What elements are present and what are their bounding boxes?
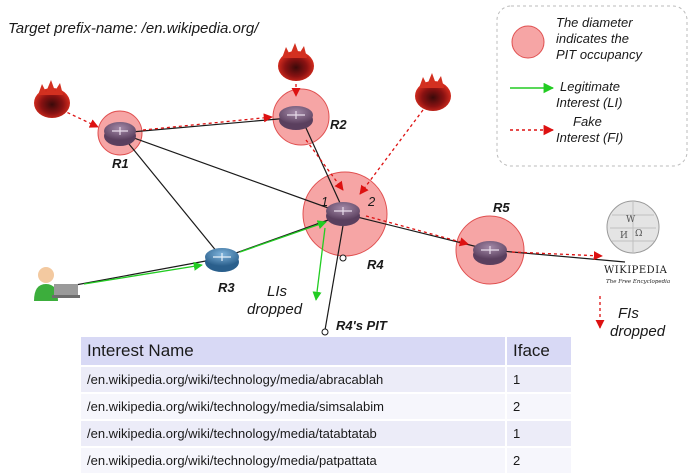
router-r4-label: R4	[367, 257, 384, 272]
wikipedia-tagline: The Free Encyclopedia	[606, 279, 670, 285]
attacker-icon-2	[278, 43, 314, 81]
pit-table: Interest Name Iface /en.wikipedia.org/wi…	[81, 337, 571, 473]
table-row: /en.wikipedia.org/wiki/technology/media/…	[81, 446, 571, 473]
legend-pit-line-2: indicates the	[556, 31, 629, 46]
header-iface: Iface	[505, 337, 571, 366]
table-row: /en.wikipedia.org/wiki/technology/media/…	[81, 419, 571, 447]
lis-dropped-line-2: dropped	[247, 301, 303, 318]
wikipedia-wordmark: WIKIPEDIA	[604, 265, 668, 276]
iface-cell: 2	[505, 446, 571, 473]
pit-title: R4's PIT	[336, 318, 388, 333]
pit-occupancy-legend-icon	[511, 25, 545, 59]
fis-dropped-line-1: FIs	[618, 305, 639, 322]
interest-name-cell: /en.wikipedia.org/wiki/technology/media/…	[81, 446, 506, 473]
svg-text:И: И	[620, 231, 628, 241]
lis-dropped-line-1: LIs	[267, 283, 288, 300]
table-row: /en.wikipedia.org/wiki/technology/media/…	[81, 392, 571, 420]
router-r2-icon	[279, 106, 313, 130]
router-r4-icon	[326, 202, 360, 226]
wikipedia-logo-icon: W Ω И	[606, 200, 660, 254]
iface-cell: 1	[505, 419, 571, 447]
user-icon	[34, 267, 80, 301]
router-r1-icon	[104, 122, 136, 146]
interface-1-label: 1	[321, 194, 328, 209]
attacker-icon-3	[415, 73, 451, 111]
svg-text:W: W	[626, 215, 636, 225]
legit-interest-arrows	[83, 220, 327, 301]
header-interest-name: Interest Name	[81, 337, 506, 366]
iface-cell: 2	[505, 392, 571, 420]
fis-dropped-line-2: dropped	[610, 323, 666, 340]
iface-cell: 1	[505, 365, 571, 393]
legend-pit-line-3: PIT occupancy	[556, 47, 643, 62]
legend-legit-line-2: Interest (LI)	[556, 95, 622, 110]
legend: The diameter indicates the PIT occupancy…	[496, 5, 688, 167]
router-r3-label: R3	[218, 280, 235, 295]
legend-fake-line-2: Interest (FI)	[556, 130, 623, 145]
router-r5-icon	[473, 241, 507, 265]
legend-legit-line-1: Legitimate	[560, 79, 620, 94]
router-r3-icon	[205, 248, 239, 272]
svg-text:Ω: Ω	[635, 229, 642, 239]
pit-table-header-row: Interest Name Iface	[81, 337, 571, 366]
pit-pointer-bottom	[321, 328, 329, 336]
pit-pointer-top	[339, 254, 347, 262]
target-prefix-label: Target prefix-name: /en.wikipedia.org/	[8, 20, 260, 37]
legend-fake-line-1: Fake	[573, 114, 602, 129]
router-r1-label: R1	[112, 156, 129, 171]
router-r2-label: R2	[330, 117, 347, 132]
legend-pit-line-1: The diameter	[556, 15, 633, 30]
router-r5-label: R5	[493, 200, 510, 215]
interface-2-label: 2	[367, 194, 376, 209]
interest-name-cell: /en.wikipedia.org/wiki/technology/media/…	[81, 392, 506, 420]
interest-name-cell: /en.wikipedia.org/wiki/technology/media/…	[81, 365, 506, 393]
table-row: /en.wikipedia.org/wiki/technology/media/…	[81, 365, 571, 393]
attacker-icon-1	[34, 80, 70, 118]
interest-name-cell: /en.wikipedia.org/wiki/technology/media/…	[81, 419, 506, 447]
